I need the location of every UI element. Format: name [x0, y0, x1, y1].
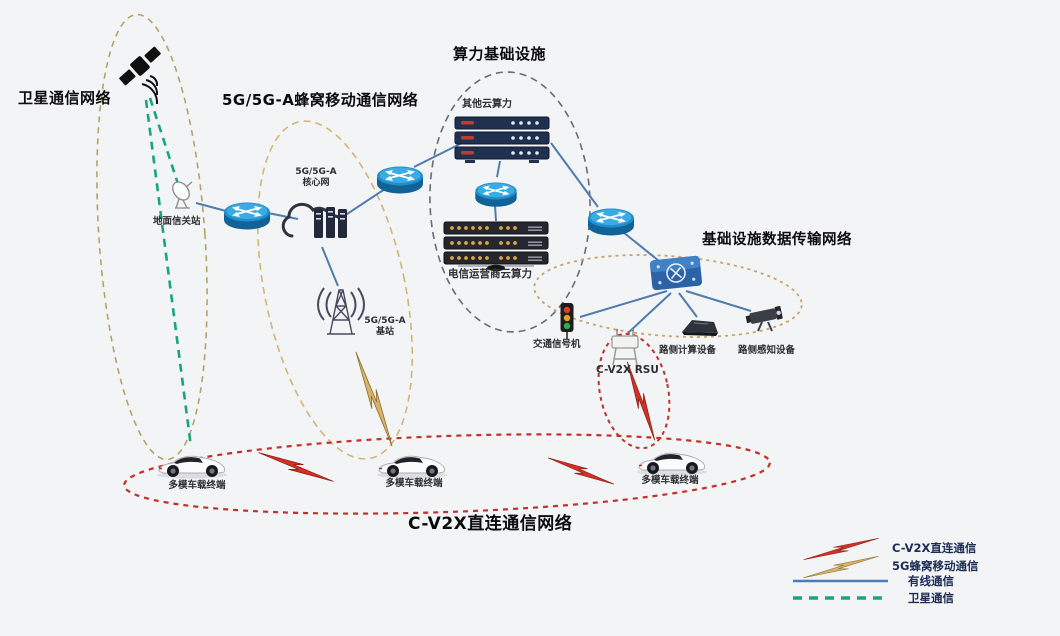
vehicle-icon-2 — [376, 455, 448, 480]
traffic-signal-icon — [560, 303, 574, 339]
computing-infrastructure-label: 算力基础设施 — [453, 45, 547, 63]
rsu-icon — [611, 328, 639, 366]
computing-infra-boundary — [429, 71, 591, 333]
other-cloud-label: 其他云算力 — [462, 99, 512, 110]
rsu-label: C-V2X RSU — [596, 364, 659, 376]
router-icon-4 — [587, 207, 635, 237]
legend-icons — [793, 537, 888, 600]
router-icon-3 — [474, 181, 518, 208]
vehicle-terminal-label-1: 多模车载终端 — [168, 480, 226, 491]
rsu-vehicle-link-boundary — [597, 332, 671, 450]
cellular-lightning-icon — [802, 555, 880, 579]
ground-station-label: 地面信关站 — [153, 216, 201, 227]
roadside-perception-icon — [745, 306, 783, 332]
satellite-network-label: 卫星通信网络 — [18, 89, 112, 107]
satellite-links — [144, 97, 193, 448]
switch-icon — [649, 255, 703, 291]
legend-item-wired-label: 有线通信 — [908, 574, 954, 588]
cellular-network-label: 5G/5G-A蜂窝移动通信网络 — [222, 91, 419, 109]
telecom-cloud-label: 电信运营商云算力 — [448, 268, 532, 280]
cv2x-lightning-vehicle1-vehicle2 — [257, 451, 335, 483]
vehicle-terminal-label-3: 多模车载终端 — [641, 475, 699, 486]
satellite-network-boundary — [96, 13, 208, 461]
cv2x-lightning-icon — [802, 537, 880, 561]
roadside-computing-label: 路侧计算设备 — [659, 345, 717, 356]
vehicle-icon-3 — [636, 452, 708, 477]
roadside-perception-label: 路侧感知设备 — [738, 345, 796, 356]
satellite-icon — [119, 46, 161, 105]
vehicle-terminal-label-2: 多模车载终端 — [385, 478, 443, 489]
cv2x-lightning-vehicle2-vehicle3 — [547, 457, 615, 485]
core-network-label: 5G/5G-A 核心网 — [295, 167, 337, 189]
router-icon-1 — [223, 201, 271, 231]
satellite-to-vehicle-link — [144, 99, 193, 448]
roadside-computing-icon — [682, 320, 718, 336]
infra-data-network-boundary — [533, 254, 803, 338]
infrastructure-data-network-label: 基础设施数据传输网络 — [702, 232, 852, 248]
ground-station-icon — [172, 181, 193, 209]
legend-item-cellular-label: 5G蜂窝移动通信 — [892, 559, 979, 573]
cellular-lightning-basestation-to-vehicle — [355, 349, 393, 449]
other-cloud-servers-icon — [454, 116, 550, 163]
traffic-signal-label: 交通信号机 — [533, 339, 581, 350]
router-icon-2 — [376, 165, 424, 195]
base-station-icon — [317, 287, 365, 335]
cv2x-network-label: C-V2X直连通信网络 — [408, 514, 573, 534]
legend-item-cv2x-label: C-V2X直连通信 — [892, 541, 977, 555]
legend-item-satellite-label: 卫星通信 — [908, 591, 954, 605]
cellular-network-boundary — [256, 120, 414, 460]
core-network-icon — [281, 202, 347, 238]
base-station-label: 5G/5G-A 基站 — [364, 316, 406, 338]
wired-links — [195, 140, 752, 334]
telecom-cloud-servers-icon — [443, 221, 549, 272]
vehicle-icon-1 — [156, 455, 228, 480]
satellite-to-ground-station-link — [148, 97, 181, 188]
